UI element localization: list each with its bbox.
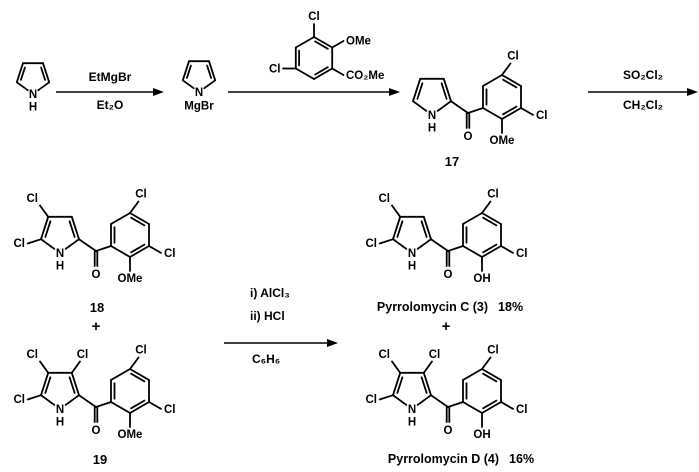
reaction-arrow-4	[224, 339, 338, 347]
methyl-benzoate-reagent-structure: Cl OMe CO₂Me Cl	[269, 11, 384, 82]
nh-hydrogen-label: H	[408, 261, 416, 273]
compound-17-structure: N H O Cl Cl OMe	[412, 51, 548, 147]
aryl-chloro-right-label: Cl	[164, 404, 176, 416]
pyrrole-ring	[15, 62, 51, 92]
pyrrole-mgbr-structure: N MgBr	[181, 60, 217, 113]
pyrrole-chloro-4-label: Cl	[27, 193, 39, 205]
product-name: Pyrrolomycin C (3)	[376, 300, 489, 314]
solvent-ch2cl2-label: CH₂Cl₂	[623, 98, 663, 112]
mgbr-label: MgBr	[184, 101, 214, 113]
arrowhead	[389, 88, 400, 96]
benzene-ring	[282, 23, 345, 80]
pyrrolomycin-c-label: Pyrrolomycin C (3) 18%	[338, 300, 562, 314]
arrowhead	[687, 88, 698, 96]
aryl-chloro-right-label: Cl	[516, 248, 528, 260]
nitrogen-label: N	[29, 89, 37, 101]
reagent-alcl3-label: i) AlCl₃	[250, 286, 290, 300]
bond-line	[313, 36, 334, 49]
aryl-chloro-right-label: Cl	[516, 404, 528, 416]
bond-line	[294, 67, 315, 80]
bond-line	[331, 67, 345, 76]
ester-group-label: CO₂Me	[346, 70, 384, 82]
arrowhead	[153, 88, 164, 96]
nh-hydrogen-label: H	[29, 102, 37, 114]
reagent-etmgbr-label: EtMgBr	[88, 70, 132, 84]
pyrrole-chloro-5-label: Cl	[14, 394, 26, 406]
pyrrole-trichloro-bond	[70, 360, 81, 374]
ketone-oxygen-label: O	[464, 131, 473, 143]
compound-19-label: 19	[92, 452, 108, 467]
plus-sign-right: +	[441, 318, 451, 335]
aryl-chloro-top-label: Cl	[487, 345, 499, 357]
compound-18-structure: N H O Cl Cl OMe Cl Cl	[14, 189, 176, 286]
bond-line	[313, 67, 334, 80]
methoxy-label: OMe	[490, 135, 515, 147]
aryl-chloro-top-label: Cl	[487, 189, 499, 201]
pyrrole-trichloro-bond	[422, 360, 433, 374]
pyrrole-chloro-5-label: Cl	[14, 238, 26, 250]
ketone-oxygen-label: O	[444, 425, 453, 437]
aryl-chloro-top-label: Cl	[135, 189, 147, 201]
aryl-chloro-top-label: Cl	[135, 345, 147, 357]
pyrrolomycin-d-label: Pyrrolomycin D (4) 16%	[348, 452, 574, 466]
solvent-benzene-label: C₆H₆	[252, 352, 281, 366]
nh-hydrogen-label: H	[56, 261, 64, 273]
product-yield: 18%	[498, 300, 524, 314]
nitrogen-label: N	[56, 404, 64, 416]
nitrogen-label: N	[56, 248, 64, 260]
pyrrolomycin-c-structure: N H O Cl Cl OH Cl Cl	[366, 189, 528, 286]
solvent-et2o-label: Et₂O	[96, 98, 124, 112]
aryl-chloro-right-label: Cl	[536, 110, 548, 122]
reagent-hcl-label: ii) HCl	[250, 309, 285, 323]
bond-line	[294, 36, 315, 49]
chloro-top-label: Cl	[308, 11, 320, 23]
product-yield: 16%	[509, 452, 535, 466]
plus-sign-left: +	[91, 318, 101, 335]
hydroxy-label: OH	[473, 429, 490, 441]
nitrogen-label: N	[195, 87, 203, 99]
aryl-chloro-right-label: Cl	[164, 248, 176, 260]
compound-19-structure: N H O Cl Cl OMe Cl Cl Cl	[14, 345, 176, 442]
ketone-oxygen-label: O	[444, 269, 453, 281]
nitrogen-label: N	[408, 248, 416, 260]
pyrrole-chloro-4-label: Cl	[379, 193, 391, 205]
bond-line	[314, 66, 329, 76]
compound-18-label: 18	[89, 300, 105, 315]
pyrrole-chloro-4-label: Cl	[379, 349, 391, 361]
reaction-arrow-3	[588, 88, 698, 96]
pyrrole-chloro-5-label: Cl	[366, 238, 378, 250]
pyrrole-chloro-5-label: Cl	[366, 394, 378, 406]
reaction-arrow-1	[56, 88, 164, 96]
reaction-arrow-2	[228, 88, 400, 96]
nh-hydrogen-label: H	[408, 417, 416, 429]
pyrrolomycin-d-structure: N H O Cl Cl OH Cl Cl Cl	[366, 345, 528, 442]
ketone-oxygen-label: O	[92, 269, 101, 281]
compound-17-label: 17	[444, 154, 460, 169]
nitrogen-label: N	[408, 404, 416, 416]
arrowhead	[327, 339, 338, 347]
bond-line	[314, 40, 329, 50]
pyrrole-structure: N H	[15, 62, 51, 114]
product-name: Pyrrolomycin D (4)	[387, 452, 500, 466]
nh-hydrogen-label: H	[428, 123, 436, 135]
pyrrole-chloro-4-label: Cl	[27, 349, 39, 361]
chloro-left-label: Cl	[269, 63, 281, 75]
nitrogen-label: N	[428, 110, 436, 122]
bond-line	[331, 40, 345, 49]
reagent-so2cl2-label: SO₂Cl₂	[622, 68, 663, 82]
methoxy-label: OMe	[118, 429, 143, 441]
aryl-chloro-top-label: Cl	[507, 51, 519, 63]
hydroxy-label: OH	[473, 273, 490, 285]
ketone-oxygen-label: O	[92, 425, 101, 437]
nh-hydrogen-label: H	[56, 417, 64, 429]
pyrrole-ring	[181, 60, 217, 90]
pyrrole-chloro-3-label: Cl	[77, 349, 89, 361]
pyrrole-chloro-3-label: Cl	[429, 349, 441, 361]
methoxy-label: OMe	[346, 36, 371, 48]
methoxy-label: OMe	[118, 273, 143, 285]
